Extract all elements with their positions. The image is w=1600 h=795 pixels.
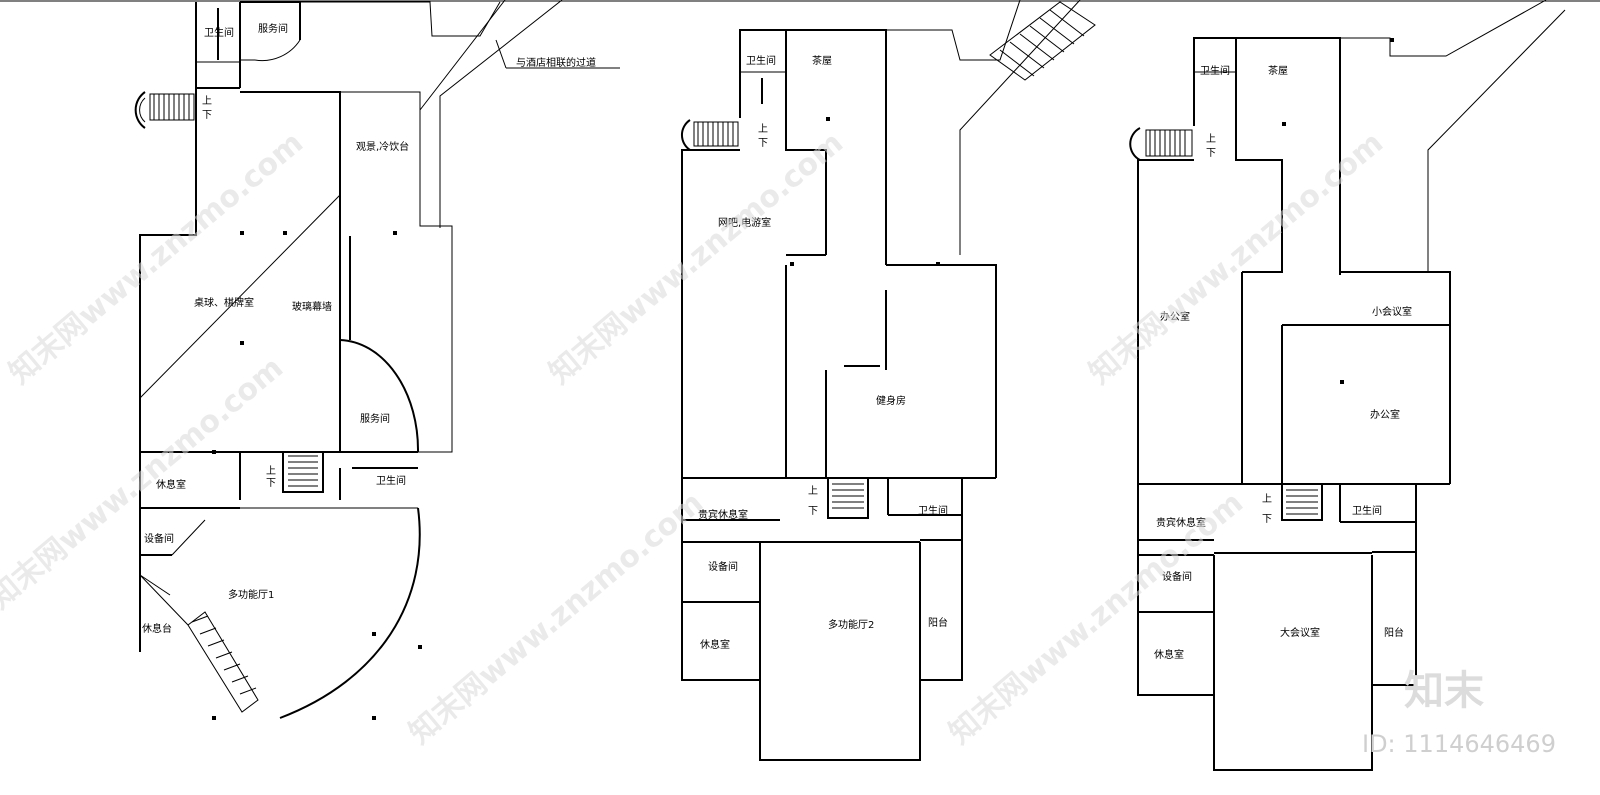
watermark-text: 知末网www.znzmo.com (1083, 125, 1390, 391)
label-p1-stair-up: 上 (202, 95, 212, 107)
label-p3-stair2-down: 下 (1262, 514, 1272, 525)
label-p1-wc-top: 卫生间 (204, 26, 234, 39)
label-p2-lounge: 休息室 (700, 638, 730, 651)
label-p3-tea: 茶屋 (1268, 64, 1288, 77)
label-p1-hall: 多功能厅1 (228, 588, 274, 601)
label-p2-wc-mid: 卫生间 (918, 504, 948, 517)
brand-watermark: 知末 (1404, 668, 1484, 714)
label-p3-wc-mid: 卫生间 (1352, 504, 1382, 517)
label-p1-billiards: 桌球、棋牌室 (194, 296, 254, 309)
id-watermark: ID: 1114646469 (1362, 730, 1556, 758)
label-p2-stair-up: 上 (758, 123, 768, 135)
watermark-layer: 知末网www.znzmo.com 知末网www.znzmo.com 知末网www… (0, 125, 1556, 758)
floor-plan-3 (1129, 0, 1566, 771)
label-p1-wc-mid: 卫生间 (376, 474, 406, 487)
watermark-text: 知末网www.znzmo.com (943, 485, 1250, 751)
floor-plan-1 (0, 0, 1600, 720)
watermark-text: 知末网www.znzmo.com (543, 125, 850, 391)
label-p2-stair-down: 下 (758, 138, 768, 149)
label-p3-small-meeting: 小会议室 (1372, 305, 1412, 318)
label-p1-view-bar: 观景,冷饮台 (356, 140, 409, 153)
label-p2-netbar: 网吧,电游室 (718, 216, 771, 229)
label-p1-glass-wall: 玻璃幕墙 (292, 300, 332, 313)
label-p1-lounge: 休息室 (156, 478, 186, 491)
label-p2-balcony: 阳台 (928, 616, 948, 629)
label-p1-service-top: 服务间 (258, 22, 288, 35)
watermark-text: 知末网www.znzmo.com (3, 125, 310, 391)
label-p1-hotel-link: 与酒店相联的过道 (516, 56, 596, 69)
label-p1-stair2-down: 下 (266, 478, 276, 489)
label-p3-lounge: 休息室 (1154, 648, 1184, 661)
label-p1-rest-deck: 休息台 (142, 622, 172, 635)
label-p2-tea: 茶屋 (812, 54, 832, 67)
label-p3-office2: 办公室 (1370, 408, 1400, 421)
label-p3-wc-top: 卫生间 (1200, 64, 1230, 77)
label-p3-balcony: 阳台 (1384, 626, 1404, 639)
label-p3-stair-down: 下 (1206, 148, 1216, 159)
label-p2-vip-lounge: 贵宾休息室 (698, 508, 748, 521)
label-p1-service-mid: 服务间 (360, 412, 390, 425)
label-p3-office: 办公室 (1160, 310, 1190, 323)
watermark-text: 知末网www.znzmo.com (403, 485, 710, 751)
label-p2-hall: 多功能厅2 (828, 618, 874, 631)
label-p1-stair2-up: 上 (266, 465, 276, 477)
label-p3-meeting: 大会议室 (1280, 626, 1320, 639)
floor-plan-2 (681, 0, 1096, 761)
label-p2-stair2-up: 上 (808, 485, 818, 497)
label-p3-stair-up: 上 (1206, 133, 1216, 145)
room-labels: 卫生间 服务间 与酒店相联的过道 上 下 观景,冷饮台 桌球、棋牌室 玻璃幕墙 … (142, 22, 1412, 661)
watermark-text: 知末网www.znzmo.com (0, 350, 290, 616)
label-p3-stair2-up: 上 (1262, 493, 1272, 505)
label-p1-stair-down: 下 (202, 110, 212, 121)
label-p2-equipment: 设备间 (708, 560, 738, 573)
label-p3-vip-lounge: 贵宾休息室 (1156, 516, 1206, 529)
label-p2-gym: 健身房 (876, 394, 906, 407)
label-p2-stair2-down: 下 (808, 506, 818, 517)
label-p2-wc-top: 卫生间 (746, 54, 776, 67)
label-p3-equipment: 设备间 (1162, 570, 1192, 583)
label-p1-equipment: 设备间 (144, 532, 174, 545)
